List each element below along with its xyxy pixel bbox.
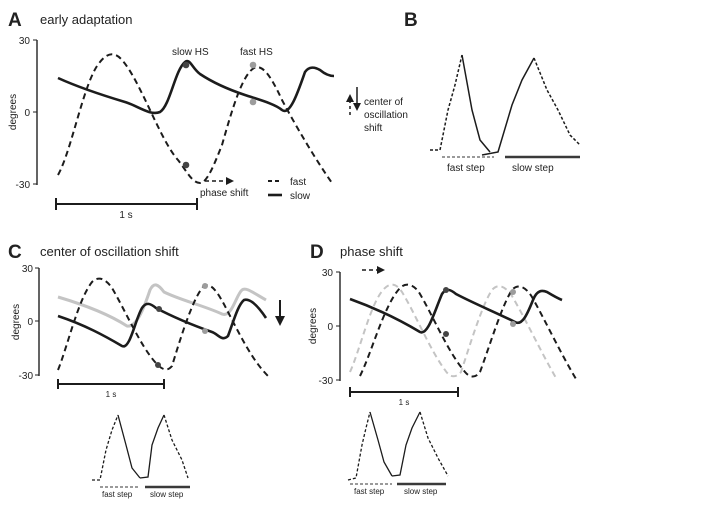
panel-c-y-tick-label-neg30: -30: [19, 371, 34, 382]
panel-d-slow-stance-trace: [391, 411, 421, 477]
panel-c-fast-step-label: fast step: [102, 490, 133, 499]
panel-b-slow-step-label: slow step: [512, 163, 554, 174]
panel-a-phase-shift-label: phase shift: [200, 188, 249, 199]
panel-a-phase-shift-arrowhead: [226, 177, 234, 185]
panel-d-fast-step-label: fast step: [354, 487, 385, 496]
panel-a-slow-hs-marker-fast: [182, 161, 190, 169]
panel-a-fast-hs-marker-slow: [249, 98, 257, 106]
panel-c-slow-stance-trace: [139, 414, 165, 479]
panel-d-slow-hs-marker-fast: [443, 331, 449, 337]
panel-c: C center of oscillation shift 30 0 -30 d…: [8, 242, 285, 499]
panel-b: B fast step slow step: [404, 10, 581, 174]
panel-a-center-shift-arrowhead: [353, 103, 361, 111]
panel-b-slow-stance-trace: [481, 57, 535, 156]
panel-a-slow-hs-marker-slow: [182, 61, 190, 69]
panel-a-center-shift-dashed-arrowhead: [346, 94, 354, 102]
panel-a-slow-trace: [57, 59, 335, 115]
panel-c-fast-swing-trace: [92, 414, 119, 481]
panel-a-center-shift-line2: oscillation: [364, 110, 408, 121]
panel-a-y-tick-label-30: 30: [19, 36, 31, 47]
panel-c-title: center of oscillation shift: [40, 244, 179, 259]
panel-d-y-tick-label-neg30: -30: [319, 376, 334, 387]
panel-d-fast-hs-marker-fast: [510, 289, 516, 295]
panel-a: A early adaptation 30 0 -30 degrees slow…: [8, 10, 408, 221]
panel-c-y-tick-label-0: 0: [27, 317, 33, 328]
panel-d-slow-swing-trace: [419, 411, 449, 477]
panel-d-phase-shift-arrowhead: [377, 266, 385, 274]
panel-b-letter: B: [404, 10, 418, 31]
panel-a-letter: A: [8, 10, 22, 31]
panel-d-previous-fast-trace: [349, 283, 557, 379]
panel-c-y-label: degrees: [11, 304, 22, 340]
panel-a-center-shift-line3: shift: [364, 123, 383, 134]
panel-c-slow-step-label: slow step: [150, 490, 184, 499]
panel-a-fast-hs-marker-fast: [249, 61, 257, 69]
panel-b-slow-swing-trace: [533, 57, 581, 146]
panel-d-y-label: degrees: [308, 308, 319, 344]
panel-a-center-shift-line1: center of: [364, 97, 403, 108]
panel-d-fast-stance-trace: [369, 411, 393, 477]
panel-c-previous-slow-trace: [57, 283, 267, 328]
panel-c-slow-swing-trace: [163, 414, 189, 479]
panel-b-fast-swing-trace: [430, 54, 463, 151]
panel-d-slow-trace: [349, 288, 563, 334]
panel-a-y-label: degrees: [8, 94, 19, 130]
panel-a-title: early adaptation: [40, 12, 133, 27]
panel-d-y-tick-label-30: 30: [322, 268, 334, 279]
panel-c-slow-hs-marker-slow: [156, 306, 162, 312]
panel-a-fast-hs-label: fast HS: [240, 47, 273, 58]
panel-d-y-tick-label-0: 0: [327, 322, 333, 333]
panel-a-slow-hs-label: slow HS: [172, 47, 209, 58]
panel-c-fast-stance-trace: [117, 414, 141, 479]
panel-a-y-tick-label-0: 0: [24, 108, 30, 119]
panel-d-fast-trace: [359, 283, 577, 380]
panel-d-fast-hs-marker-slow: [510, 321, 516, 327]
panel-a-time-scale-label: 1 s: [119, 210, 132, 221]
panel-d-letter: D: [310, 242, 324, 263]
panel-c-fast-hs-marker-fast: [202, 283, 208, 289]
panel-c-letter: C: [8, 242, 22, 263]
panel-a-fast-trace: [57, 53, 333, 185]
panel-a-legend-fast-label: fast: [290, 177, 306, 188]
panel-a-y-tick-label-neg30: -30: [16, 180, 31, 191]
panel-c-center-shift-arrowhead: [275, 316, 285, 326]
panel-c-fast-hs-marker-slow: [202, 328, 208, 334]
panel-d: D phase shift 30 0 -30 degrees 1 s fast …: [308, 242, 577, 496]
panel-c-slow-hs-marker-fast: [155, 362, 161, 368]
panel-d-time-scale-label: 1 s: [399, 398, 410, 407]
panel-c-y-tick-label-30: 30: [22, 264, 34, 275]
panel-d-slow-hs-marker-slow: [443, 287, 449, 293]
panel-c-time-scale-label: 1 s: [106, 390, 117, 399]
panel-c-fast-trace: [57, 277, 269, 377]
panel-a-legend-slow-label: slow: [290, 191, 311, 202]
panel-b-fast-stance-trace: [461, 54, 491, 153]
panel-d-fast-swing-trace: [347, 411, 371, 481]
panel-c-slow-trace: [57, 298, 268, 348]
panel-d-slow-step-label: slow step: [404, 487, 438, 496]
panel-d-title: phase shift: [340, 244, 403, 259]
panel-b-fast-step-label: fast step: [447, 163, 485, 174]
